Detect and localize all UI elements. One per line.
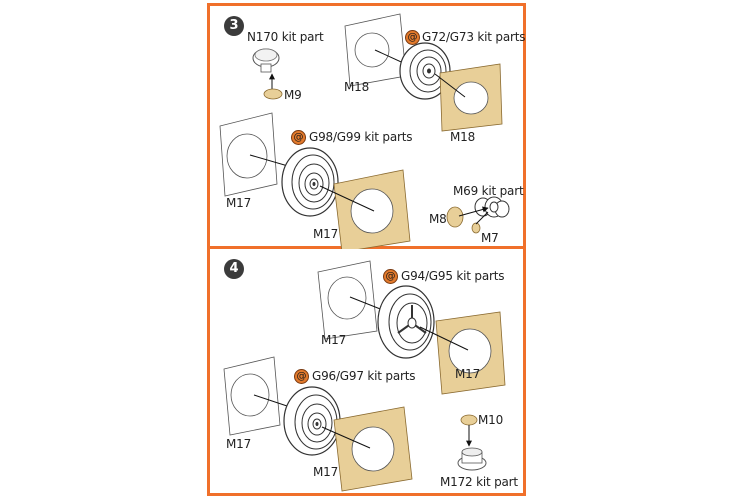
label-m18-mask: M18 — [344, 80, 370, 94]
step-4-illustration — [223, 260, 506, 492]
g94-wheel — [377, 285, 435, 359]
label-m9: M9 — [284, 88, 302, 102]
label-g94: G94/G95 kit parts — [401, 269, 505, 283]
g96-wheel — [283, 386, 341, 456]
label-m17-mask-bottom: M17 — [226, 437, 252, 451]
step-3-panel: 3 — [207, 3, 526, 253]
label-g98: G98/G99 kit parts — [309, 130, 413, 144]
step-number-3: 3 — [224, 16, 244, 36]
decal-badge-icon: @ — [294, 369, 309, 384]
label-g72: G72/G73 kit parts — [422, 30, 526, 44]
label-m10: M10 — [478, 413, 504, 427]
label-n170: N170 kit part — [247, 30, 324, 44]
label-m172: M172 kit part — [440, 475, 518, 489]
m9-disc — [263, 88, 283, 100]
m8-disc — [446, 206, 464, 228]
label-m17-outer: M17 — [313, 227, 339, 241]
m172-part — [457, 447, 487, 471]
label-m17-outer-bottom: M17 — [313, 465, 339, 479]
step-4-panel: 4 — [207, 249, 526, 496]
decal-badge-icon: @ — [291, 130, 306, 145]
label-m69: M69 kit part — [453, 184, 524, 198]
decal-badge-icon: @ — [383, 269, 398, 284]
m69-part — [474, 196, 510, 218]
label-m7: M7 — [481, 231, 499, 245]
m10-disc — [460, 414, 478, 426]
label-m17-mask: M17 — [226, 196, 252, 210]
n170-part — [252, 48, 280, 73]
g98-wheel — [281, 147, 339, 217]
label-m17-outer-top: M17 — [455, 367, 481, 381]
decal-badge-icon: @ — [405, 30, 420, 45]
step-number-4: 4 — [224, 259, 244, 279]
label-g96: G96/G97 kit parts — [312, 369, 416, 383]
m7-disc — [471, 222, 481, 234]
g72-wheel — [399, 42, 451, 100]
step-3-illustration — [219, 13, 510, 253]
label-m8: M8 — [429, 212, 447, 226]
label-m17-mask-top: M17 — [321, 333, 347, 347]
label-m18-outer: M18 — [450, 130, 476, 144]
